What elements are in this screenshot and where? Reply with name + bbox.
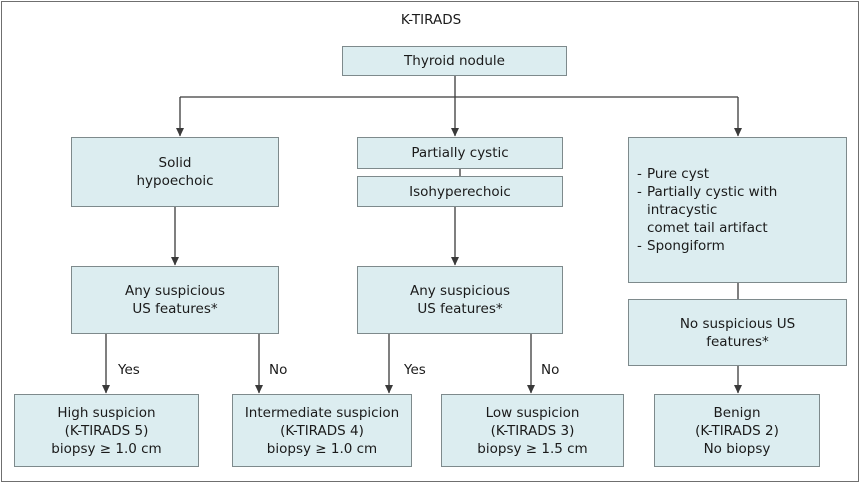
no-suspicious-line2: features* <box>706 333 769 350</box>
list-item: -Partially cystic with intracystic <box>637 184 778 218</box>
root-box: Thyroid nodule <box>342 46 567 76</box>
root-label: Thyroid nodule <box>404 53 505 69</box>
outcome-benign: Benign (K-TIRADS 2) No biopsy <box>654 394 820 467</box>
no-suspicious-box: No suspicious US features* <box>628 299 847 366</box>
question-middle-box: Any suspicious US features* <box>357 266 563 334</box>
outcome-intermediate-suspicion: Intermediate suspicion (K-TIRADS 4) biop… <box>232 394 412 467</box>
isohyperechoic-box: Isohyperechoic <box>357 176 563 207</box>
no-suspicious-line1: No suspicious US <box>679 315 796 332</box>
diagram-title: K-TIRADS <box>400 12 462 28</box>
question-middle-line1: Any suspicious <box>409 283 511 299</box>
list-item: -Spongiform <box>637 238 725 254</box>
edge-label-yes-middle: Yes <box>404 362 426 378</box>
outcome-low-suspicion: Low suspicion (K-TIRADS 3) biopsy ≥ 1.5 … <box>441 394 624 467</box>
question-left-line2: US features* <box>132 301 218 317</box>
list-item: comet tail artifact <box>647 220 768 236</box>
solid-line2: hypoechoic <box>136 173 214 189</box>
question-left-line1: Any suspicious <box>124 283 226 299</box>
solid-line1: Solid <box>158 155 192 171</box>
benign-features-box: -Pure cyst -Partially cystic with intrac… <box>628 137 847 283</box>
edge-label-no-middle: No <box>541 362 560 378</box>
partially-cystic-box: Partially cystic <box>357 137 563 169</box>
edge-label-no-left: No <box>269 362 288 378</box>
solid-hypoechoic-box: Solid hypoechoic <box>71 137 279 207</box>
edge-label-yes-left: Yes <box>118 362 140 378</box>
partially-cystic-label: Partially cystic <box>411 145 509 161</box>
outcome-high-suspicion: High suspicion (K-TIRADS 5) biopsy ≥ 1.0… <box>14 394 199 467</box>
question-left-box: Any suspicious US features* <box>71 266 279 334</box>
question-middle-line2: US features* <box>417 301 503 317</box>
list-item: -Pure cyst <box>637 166 710 182</box>
isohyperechoic-label: Isohyperechoic <box>409 183 511 200</box>
